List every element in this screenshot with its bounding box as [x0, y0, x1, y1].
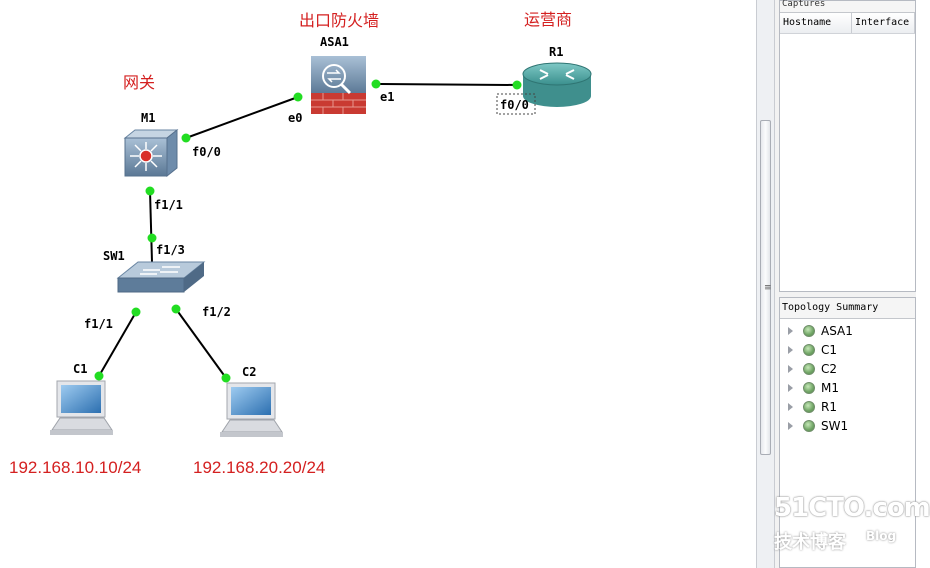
scrollbar-track[interactable]: ≡ — [759, 0, 772, 568]
tree-item-r1[interactable]: R1 — [788, 397, 915, 416]
tree-item-label: C1 — [821, 342, 838, 357]
status-dot — [221, 373, 231, 383]
if-label-r1-f00: f0/0 — [500, 98, 529, 112]
device-r1[interactable] — [522, 62, 592, 107]
if-label-m1-f00: f0/0 — [192, 145, 221, 159]
status-dot — [293, 92, 303, 102]
device-c2[interactable] — [220, 382, 283, 437]
status-dot — [181, 133, 191, 143]
tree-item-c2[interactable]: C2 — [788, 359, 915, 378]
topology-canvas[interactable]: ASA1 R1 M1 SW1 — [0, 0, 756, 568]
expand-arrow-icon[interactable] — [788, 383, 793, 392]
annotation-firewall: 出口防火墙 — [299, 11, 379, 30]
topology-summary-title: Topology Summary — [780, 298, 915, 319]
tree-item-m1[interactable]: M1 — [788, 378, 915, 397]
status-dot — [94, 371, 104, 381]
links — [98, 83, 518, 379]
expand-arrow-icon[interactable] — [788, 402, 793, 411]
label-c1: C1 — [73, 362, 87, 376]
ip-label-c1: 192.168.10.10/24 — [9, 458, 141, 477]
label-asa1: ASA1 — [320, 35, 349, 49]
scrollbar-grip-icon: ≡ — [764, 283, 772, 293]
link-sw1-c1[interactable] — [98, 311, 137, 377]
link-m1-sw1[interactable] — [149, 190, 153, 263]
status-dot — [512, 80, 522, 90]
tree-item-label: ASA1 — [821, 323, 853, 338]
watermark-sub: 技术博客 — [774, 532, 846, 553]
captures-dock-title: Captures — [780, 0, 915, 13]
annotation-gateway: 网关 — [123, 73, 155, 92]
label-sw1: SW1 — [103, 249, 125, 263]
status-green-icon — [803, 324, 815, 337]
status-dot — [131, 307, 141, 317]
if-label-sw1-f11: f1/1 — [84, 317, 113, 331]
device-c1[interactable] — [50, 380, 113, 435]
topology-summary-dock: Topology Summary ASA1 C1 C2 M1 R1 SW1 — [779, 297, 916, 568]
tree-item-sw1[interactable]: SW1 — [788, 416, 915, 435]
tree-item-label: R1 — [821, 399, 837, 414]
if-label-sw1-f12: f1/2 — [202, 305, 231, 319]
status-green-icon — [803, 362, 815, 375]
status-green-icon — [803, 400, 815, 413]
tree-item-label: M1 — [821, 380, 839, 395]
expand-arrow-icon[interactable] — [788, 421, 793, 430]
link-m1-asa1[interactable] — [185, 96, 299, 139]
if-label-m1-f11: f1/1 — [154, 198, 183, 212]
device-m1[interactable] — [123, 128, 179, 178]
watermark: 51CTO.com 技术博客 Blog — [772, 493, 930, 557]
device-sw1[interactable] — [116, 261, 206, 293]
scrollbar-thumb[interactable]: ≡ — [760, 120, 772, 455]
topology-summary-tree: ASA1 C1 C2 M1 R1 SW1 — [780, 319, 915, 435]
watermark-site: 51CTO.com — [774, 493, 930, 523]
status-dot — [145, 186, 155, 196]
column-header-interface[interactable]: Interface — [852, 13, 915, 33]
topology-diagram: ASA1 R1 M1 SW1 — [9, 10, 592, 477]
ip-label-c2: 192.168.20.20/24 — [193, 458, 325, 477]
selection-box — [496, 93, 536, 115]
label-m1: M1 — [141, 111, 155, 125]
label-r1: R1 — [549, 45, 563, 59]
tree-item-c1[interactable]: C1 — [788, 340, 915, 359]
if-label-asa-e1: e1 — [380, 90, 394, 104]
tree-item-label: SW1 — [821, 418, 849, 433]
if-label-sw1-f13: f1/3 — [156, 243, 185, 257]
link-status-dots — [94, 79, 522, 383]
status-dot — [371, 79, 381, 89]
status-green-icon — [803, 381, 815, 394]
device-asa1[interactable] — [311, 56, 366, 114]
link-asa1-r1[interactable] — [375, 83, 518, 86]
tree-item-label: C2 — [821, 361, 838, 376]
watermark-blog: Blog — [866, 529, 897, 543]
captures-dock: Captures Hostname Interface — [779, 0, 916, 292]
status-dot — [147, 233, 157, 243]
column-header-hostname[interactable]: Hostname — [780, 13, 852, 33]
if-label-asa-e0: e0 — [288, 111, 302, 125]
expand-arrow-icon[interactable] — [788, 326, 793, 335]
status-green-icon — [803, 419, 815, 432]
right-dock-panel: Captures Hostname Interface Topology Sum… — [774, 0, 916, 568]
label-c2: C2 — [242, 365, 256, 379]
expand-arrow-icon[interactable] — [788, 345, 793, 354]
link-sw1-c2[interactable] — [175, 308, 227, 379]
tree-item-asa1[interactable]: ASA1 — [788, 321, 915, 340]
annotation-isp: 运营商 — [524, 10, 572, 29]
status-green-icon — [803, 343, 815, 356]
expand-arrow-icon[interactable] — [788, 364, 793, 373]
status-dot — [171, 304, 181, 314]
captures-table-header: Hostname Interface — [780, 13, 915, 34]
canvas-vertical-scrollbar[interactable]: ≡ — [756, 0, 774, 568]
